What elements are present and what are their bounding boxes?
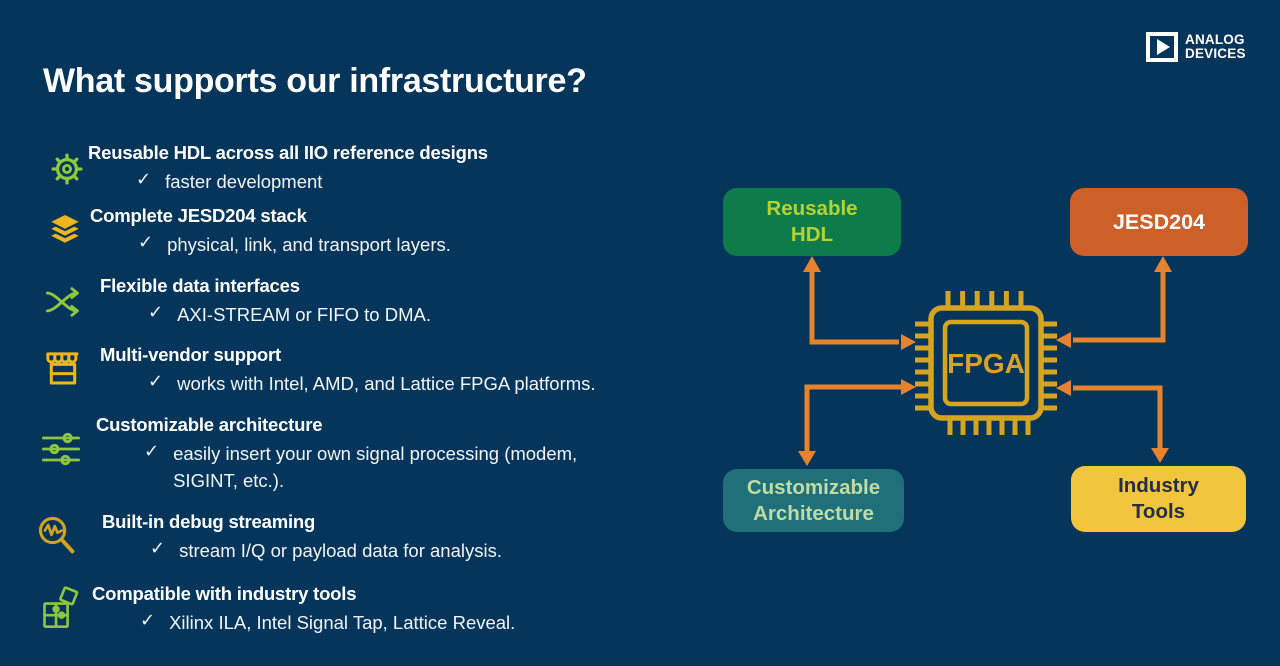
feature-detail: AXI-STREAM or FIFO to DMA. — [177, 304, 431, 325]
check-icon: ✓ — [148, 302, 164, 322]
feature-detail: works with Intel, AMD, and Lattice FPGA … — [177, 373, 596, 394]
analog-devices-logo: ANALOG DEVICES — [1146, 32, 1246, 62]
adi-triangle-icon — [1146, 32, 1178, 62]
feature-industry-tools: Compatible with industry tools ✓ Xilinx … — [40, 583, 700, 637]
logo-line-2: DEVICES — [1185, 46, 1246, 61]
gear-icon — [44, 146, 90, 192]
puzzle-icon — [38, 585, 84, 631]
fpga-chip-icon: FPGA — [915, 291, 1057, 435]
feature-title: Complete JESD204 stack — [90, 205, 307, 226]
check-icon: ✓ — [148, 371, 164, 391]
node-reusable-hdl: Reusable HDL — [723, 188, 901, 256]
logo-text: ANALOG DEVICES — [1185, 31, 1246, 61]
arrowhead-left-icon — [1056, 380, 1071, 396]
arrow-reusable-hdl — [809, 270, 899, 345]
node-customizable-architecture: Customizable Architecture — [723, 469, 904, 532]
arrow-jesd204 — [1073, 270, 1166, 343]
arrowhead-up-icon — [1154, 256, 1172, 272]
node-line: HDL — [790, 223, 834, 246]
check-icon: ✓ — [138, 232, 154, 252]
arrow-industry-tools — [1073, 385, 1163, 450]
arrowhead-up-icon — [803, 256, 821, 272]
page-title: What supports our infrastructure? — [43, 62, 587, 100]
node-line: Industry — [1118, 474, 1199, 498]
node-line: Customizable — [746, 475, 881, 499]
check-icon: ✓ — [150, 538, 166, 558]
storefront-icon — [40, 346, 86, 392]
feature-title: Customizable architecture — [96, 414, 323, 435]
feature-title: Reusable HDL across all IIO reference de… — [88, 142, 488, 163]
feature-detail: Xilinx ILA, Intel Signal Tap, Lattice Re… — [169, 612, 516, 633]
node-line: Tools — [1131, 500, 1186, 523]
feature-debug-streaming: Built-in debug streaming ✓ stream I/Q or… — [38, 511, 700, 565]
feature-title: Built-in debug streaming — [102, 511, 316, 532]
arrowhead-right-icon — [901, 334, 916, 350]
feature-detail: faster development — [165, 171, 323, 192]
feature-detail: physical, link, and transport layers. — [167, 234, 451, 255]
check-icon: ✓ — [144, 441, 160, 461]
arrowhead-down-icon — [1151, 448, 1169, 463]
node-industry-tools: Industry Tools — [1071, 466, 1246, 532]
feature-title: Multi-vendor support — [100, 344, 281, 365]
fpga-label: FPGA — [947, 348, 1025, 379]
feature-customizable-architecture: Customizable architecture ✓ easily inser… — [40, 414, 700, 495]
feature-detail: stream I/Q or payload data for analysis. — [179, 540, 502, 561]
debug-magnifier-icon — [34, 513, 80, 559]
shuffle-icon — [40, 279, 86, 325]
sliders-icon — [38, 426, 84, 472]
layers-icon — [42, 207, 88, 253]
node-line: Architecture — [753, 501, 874, 525]
feature-flexible-interfaces: Flexible data interfaces ✓ AXI-STREAM or… — [40, 275, 700, 329]
check-icon: ✓ — [136, 169, 152, 189]
node-line: Reusable — [766, 197, 858, 221]
arrowhead-down-icon — [798, 451, 816, 466]
feature-reusable-hdl: Reusable HDL across all IIO reference de… — [40, 142, 700, 196]
feature-detail: easily insert your own signal processing… — [173, 443, 578, 491]
arrow-customizable — [804, 384, 903, 452]
feature-title: Flexible data interfaces — [100, 275, 300, 296]
feature-multi-vendor: Multi-vendor support ✓ works with Intel,… — [40, 344, 700, 398]
feature-title: Compatible with industry tools — [92, 583, 357, 604]
arrowhead-left-icon — [1056, 332, 1071, 348]
node-line: JESD204 — [1112, 209, 1206, 234]
arrowhead-right-icon — [901, 379, 916, 395]
node-jesd204: JESD204 — [1070, 188, 1248, 256]
feature-jesd204-stack: Complete JESD204 stack ✓ physical, link,… — [40, 205, 700, 259]
logo-line-1: ANALOG — [1185, 31, 1245, 47]
check-icon: ✓ — [140, 610, 156, 630]
